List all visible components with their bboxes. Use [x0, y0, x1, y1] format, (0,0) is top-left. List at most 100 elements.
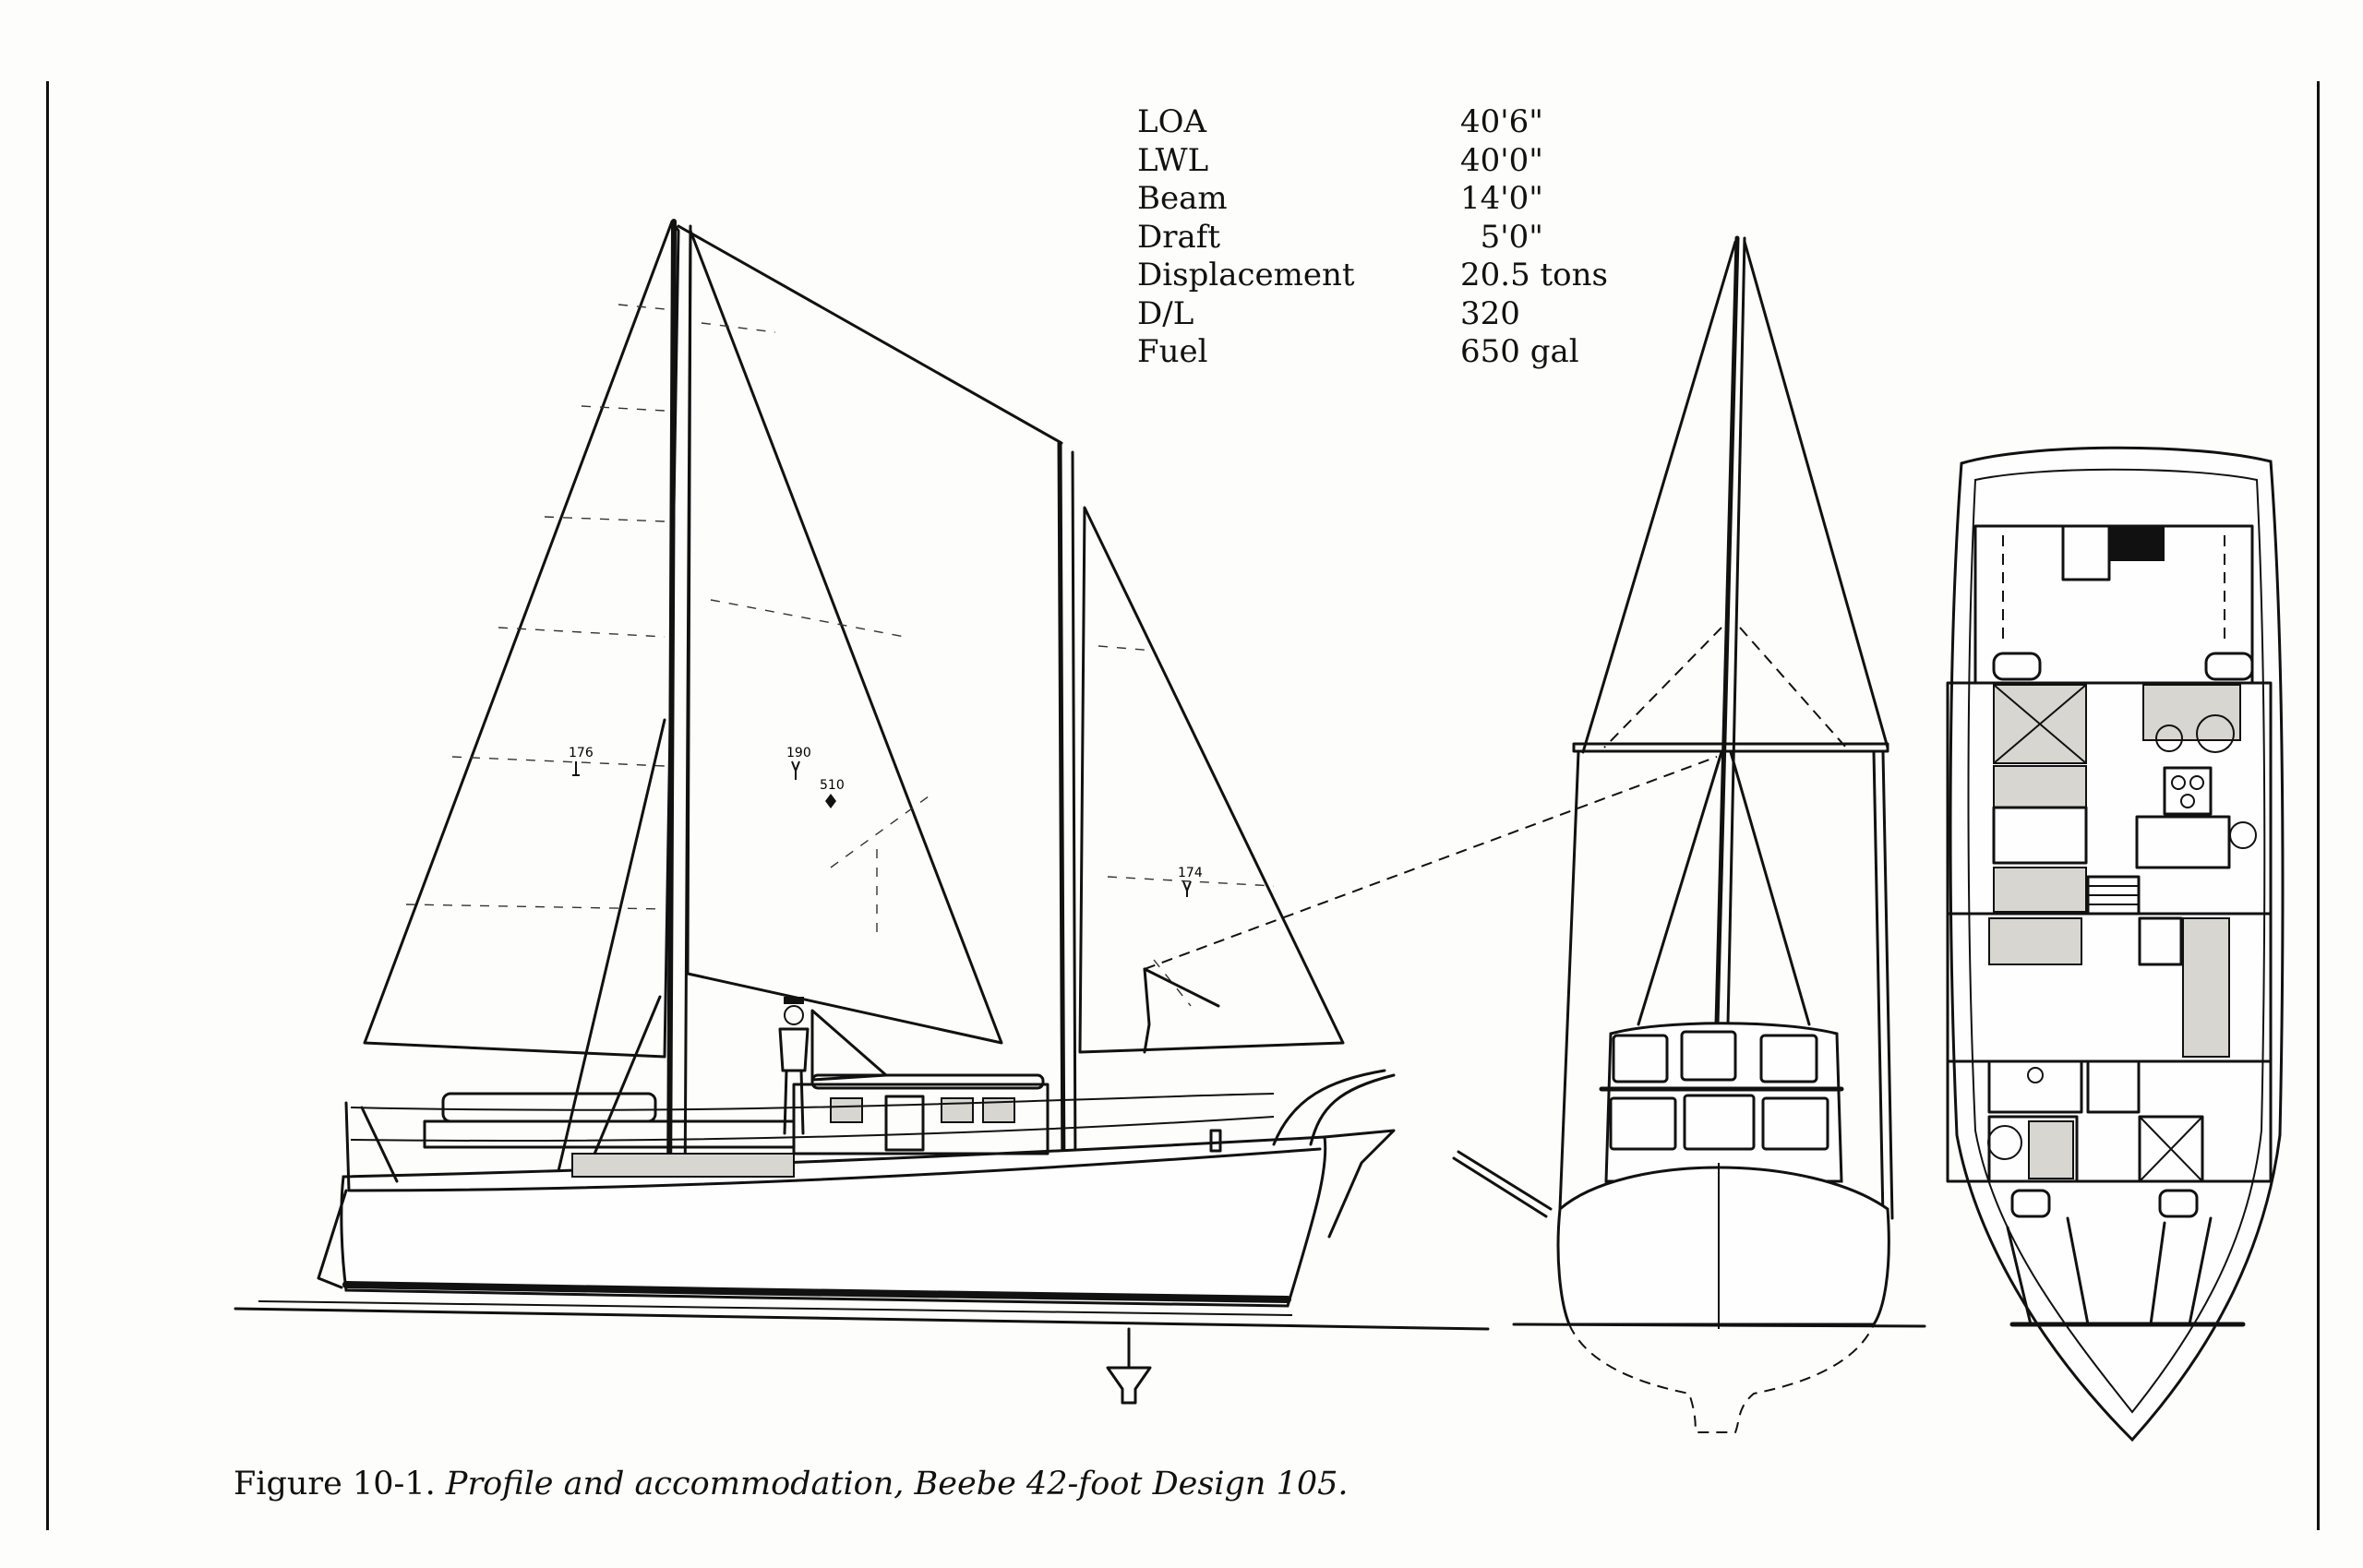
main-shroud [552, 718, 666, 1192]
caption-prefix: Figure 10-1. [234, 1466, 446, 1502]
jib-number: 176 [569, 746, 594, 760]
jib-seams [405, 304, 666, 910]
spec-label: Draft [1137, 218, 1221, 256]
stern-rudder [317, 1189, 348, 1289]
mizzen-mast [1057, 440, 1066, 1184]
plan-hull-inner [1967, 468, 2266, 1414]
bow-pulpit [1272, 1069, 1386, 1146]
plan-forward-stairs [2138, 916, 2183, 966]
jib-mark [572, 761, 580, 776]
plan-head-toilet [2027, 1067, 2044, 1083]
mizzen-mark [1182, 880, 1192, 897]
section-spreader [1572, 742, 1889, 753]
plan-forward-shower-x [2139, 1116, 2203, 1182]
profile-baseline [234, 1307, 1490, 1331]
section-side-stay-right-2 [1872, 750, 1885, 1220]
section-lower-shroud-right [1729, 750, 1811, 1026]
section-window-5 [1683, 1094, 1756, 1151]
plan-forward-shower [2138, 1115, 2204, 1183]
spec-value: 20.5 tons [1460, 257, 1608, 293]
spec-label: D/L [1137, 294, 1194, 332]
profile-view: 176 190 510 174 [234, 219, 1718, 1405]
main-mark [791, 760, 800, 780]
plan-sink-bowl [2155, 724, 2183, 752]
hull-port [1209, 1129, 1222, 1153]
section-mast [1714, 235, 1740, 1027]
boot-top [342, 1281, 1291, 1303]
davit-arm [1143, 967, 1151, 1054]
section-boom-2 [1452, 1156, 1548, 1218]
mainsail-marks [701, 322, 933, 932]
spec-row-displacement: Displacement 20.5 tons [1137, 257, 1608, 295]
plan-stairs [2061, 524, 2111, 581]
section-deckhouse [1604, 1022, 1843, 1183]
plan-shower-x [1993, 684, 2087, 764]
spec-row-beam: Beam 14'0" [1137, 180, 1608, 219]
mizzen-number: 174 [1178, 866, 1203, 880]
caption-italic-text: Profile and accommodation, Beebe 42-foot… [445, 1466, 1349, 1502]
section-window-4 [1609, 1096, 1677, 1151]
cockpit-bench [423, 1119, 796, 1149]
section-mast-inner [1726, 236, 1746, 1026]
spec-value: 5'0" [1460, 218, 1543, 256]
figure-caption: Figure 10-1. Profile and accommodation, … [234, 1466, 1349, 1502]
center-number: 510 [820, 778, 845, 793]
bow-stem [1323, 1129, 1396, 1239]
plan-forward-sink-right [2158, 1189, 2199, 1218]
stern-rail-post [344, 1101, 351, 1192]
profile-baseline-2 [258, 1300, 1293, 1316]
section-window-3 [1759, 1034, 1818, 1083]
spec-value: 320 [1460, 294, 1520, 332]
deckhouse-roof [810, 1073, 1045, 1090]
plan-settee-lower [1993, 867, 2087, 913]
main-number: 190 [786, 746, 811, 760]
main-mast [666, 219, 677, 1203]
lifeline-upper [350, 1093, 1275, 1111]
main-shroud-2 [589, 995, 662, 1165]
stern-rail-post-2 [360, 1106, 399, 1183]
section-side-stay-left [1558, 750, 1580, 1211]
section-shroud-left [1581, 240, 1737, 754]
section-window-2 [1680, 1030, 1737, 1082]
section-waterline [1512, 1323, 1926, 1328]
spec-label: LWL [1137, 141, 1209, 179]
spec-row-dl: D/L 320 [1137, 295, 1608, 334]
section-spreader-brace-right [1739, 627, 1847, 748]
spec-row-loa: LOA 40'6" [1137, 103, 1608, 142]
sheer-line [349, 1147, 1322, 1192]
spec-value: 14'0" [1460, 180, 1543, 217]
spec-row-draft: Draft 5'0" [1137, 219, 1608, 257]
plan-sink-aft-left [1992, 652, 2042, 681]
plan-counter-right [2135, 815, 2231, 869]
plan-burner-2 [2189, 775, 2204, 790]
section-window-1 [1612, 1034, 1669, 1083]
spec-value: 40'6" [1460, 103, 1543, 140]
mizzen-boom [1143, 967, 1220, 1008]
deckhouse-window-2 [941, 1097, 974, 1123]
spec-label: Displacement [1137, 257, 1355, 293]
right-margin-rule [2317, 81, 2320, 1530]
section-hull [1556, 1166, 1890, 1326]
plan-salon-settee [1988, 917, 2082, 965]
main-sail [686, 229, 1003, 1045]
spec-label: Beam [1137, 180, 1228, 217]
profile-hull [340, 1135, 1327, 1308]
deckhouse-door [884, 1095, 925, 1152]
plan-forward-sink [2028, 1120, 2074, 1179]
mizzen-sail [1078, 506, 1345, 1054]
plan-settee-left [1993, 765, 2087, 808]
center-marker [1106, 1366, 1152, 1405]
left-margin-rule [46, 81, 49, 1530]
jib-sail [363, 220, 680, 1059]
section-shroud-right [1743, 240, 1889, 749]
cockpit-lockers [571, 1153, 795, 1178]
plan-vberth-left [2006, 1216, 2090, 1326]
plan-burner-3 [2180, 794, 2195, 808]
mizzen-mast-inner [1071, 450, 1077, 1183]
plan-table [1992, 806, 2088, 865]
plan-view [1946, 446, 2285, 1442]
deckhouse [792, 1083, 1050, 1155]
reference-line [1144, 756, 1718, 970]
forestay [677, 224, 1063, 445]
